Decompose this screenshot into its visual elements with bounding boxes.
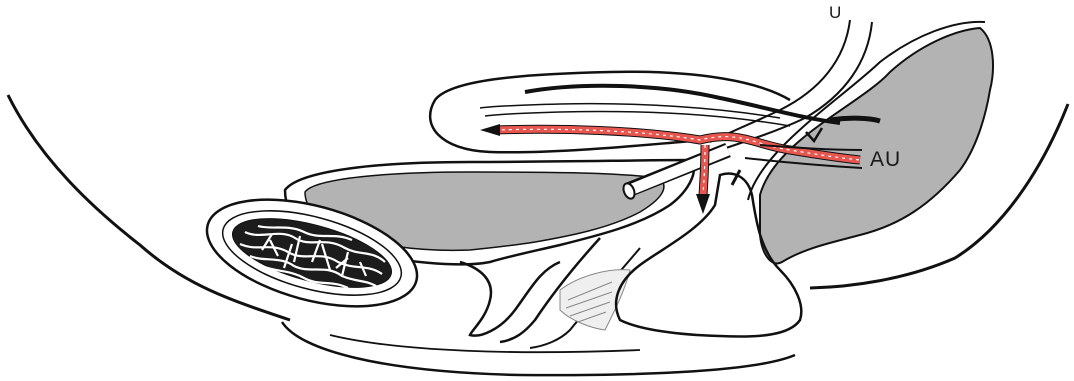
ureter-label: U	[829, 4, 842, 21]
uterus-inner-line-2	[485, 112, 790, 126]
artery-branch	[703, 145, 705, 195]
arrow-left-head	[480, 124, 500, 136]
uterus-inner-line	[480, 104, 780, 118]
uterus-dark-band	[830, 118, 880, 121]
rectum-organ	[760, 28, 993, 263]
urethra-curve	[460, 262, 560, 336]
pelvic-floor-outline	[282, 322, 795, 375]
artery-label: AU	[870, 149, 901, 170]
pelvic-floor-inner	[330, 335, 640, 352]
fornix-mark	[732, 170, 740, 185]
catheter-tube-core	[630, 150, 728, 190]
arrow-down-head	[696, 194, 710, 214]
